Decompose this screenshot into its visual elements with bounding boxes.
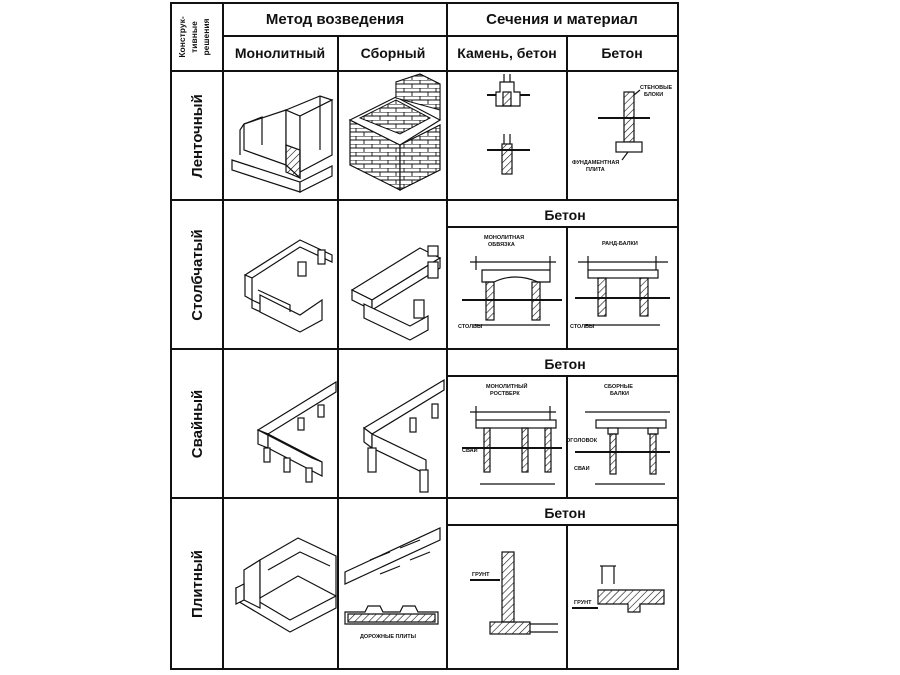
monolithic-beam-label-1: МОНОЛИТНАЯ bbox=[484, 235, 524, 241]
monolithic-header: Монолитный bbox=[235, 45, 325, 61]
ground-label-left: ГРУНТ bbox=[472, 572, 490, 578]
row-label-column: Столбчатый bbox=[189, 229, 206, 320]
row-label-strip: Ленточный bbox=[189, 94, 206, 178]
material-label-column: Бетон bbox=[544, 207, 585, 223]
ground-label-right: ГРУНТ bbox=[574, 600, 592, 606]
wall-blocks-label-2: БЛОКИ bbox=[644, 92, 663, 98]
columns-label-right: СТОЛБЫ bbox=[570, 324, 595, 330]
road-slabs-label: ДОРОЖНЫЕ ПЛИТЫ bbox=[360, 634, 417, 640]
slab-section-left: ГРУНТ bbox=[470, 551, 558, 635]
monolithic-beam-label-2: ОБВЯЗКА bbox=[488, 242, 515, 248]
cap-label: ОГОЛОВОК bbox=[566, 438, 598, 444]
method-header: Метод возведения bbox=[266, 11, 404, 28]
columns-label-left: СТОЛБЫ bbox=[458, 324, 483, 330]
prefab-beams-label-1: СБОРНЫЕ bbox=[604, 384, 633, 390]
grade-beams-label: РАНД-БАЛКИ bbox=[602, 241, 638, 247]
column-section-right: РАНД-БАЛКИ СТОЛБЫ bbox=[570, 241, 670, 330]
row-label-slab: Плитный bbox=[189, 550, 206, 618]
row-label-pile: Свайный bbox=[189, 390, 206, 459]
corner-label: Конструк- тивные решения bbox=[177, 16, 211, 57]
pile-section-left: МОНОЛИТНЫЙ РОСТВЕРК СВАИ bbox=[462, 382, 562, 485]
strip-prefab-drawing bbox=[348, 73, 442, 191]
corner-line-2: тивные bbox=[189, 21, 199, 53]
pile-monolithic-drawing bbox=[256, 380, 337, 483]
slab-monolithic-drawing bbox=[235, 537, 337, 633]
pile-section-right: СБОРНЫЕ БАЛКИ ОГОЛОВОК СВАИ bbox=[566, 384, 670, 485]
corner-line-3: решения bbox=[201, 18, 211, 55]
prefab-header: Сборный bbox=[361, 45, 426, 61]
foundation-slab-label-1: ФУНДАМЕНТНАЯ bbox=[572, 160, 619, 166]
concrete-header: Бетон bbox=[601, 45, 642, 61]
slab-prefab-drawing: ДОРОЖНЫЕ ПЛИТЫ bbox=[344, 527, 441, 640]
corner-line-1: Конструк- bbox=[177, 16, 187, 57]
strip-stone-section bbox=[487, 74, 530, 175]
column-section-left: МОНОЛИТНАЯ ОБВЯЗКА СТОЛБЫ bbox=[458, 235, 562, 330]
material-label-slab: Бетон bbox=[544, 505, 585, 521]
section-header: Сечения и материал bbox=[486, 11, 638, 28]
prefab-beams-label-2: БАЛКИ bbox=[610, 391, 629, 397]
strip-concrete-section: СТЕНОВЫЕ БЛОКИ ФУНДАМЕНТНАЯ ПЛИТА bbox=[572, 85, 672, 173]
table-grid bbox=[170, 2, 679, 670]
foundation-slab-label-2: ПЛИТА bbox=[586, 167, 605, 173]
column-prefab-drawing bbox=[350, 245, 442, 341]
monolithic-grillage-label-2: РОСТВЕРК bbox=[490, 391, 520, 397]
piles-label-right: СВАИ bbox=[574, 466, 590, 472]
strip-monolithic-drawing bbox=[231, 95, 334, 193]
wall-blocks-label-1: СТЕНОВЫЕ bbox=[640, 85, 672, 91]
stone-concrete-header: Камень, бетон bbox=[457, 45, 556, 61]
material-label-pile: Бетон bbox=[544, 356, 585, 372]
piles-label-left: СВАИ bbox=[462, 448, 478, 454]
pile-prefab-drawing bbox=[362, 378, 445, 493]
monolithic-grillage-label-1: МОНОЛИТНЫЙ bbox=[486, 382, 528, 390]
slab-section-right: ГРУНТ bbox=[572, 565, 665, 613]
column-monolithic-drawing bbox=[243, 239, 333, 333]
